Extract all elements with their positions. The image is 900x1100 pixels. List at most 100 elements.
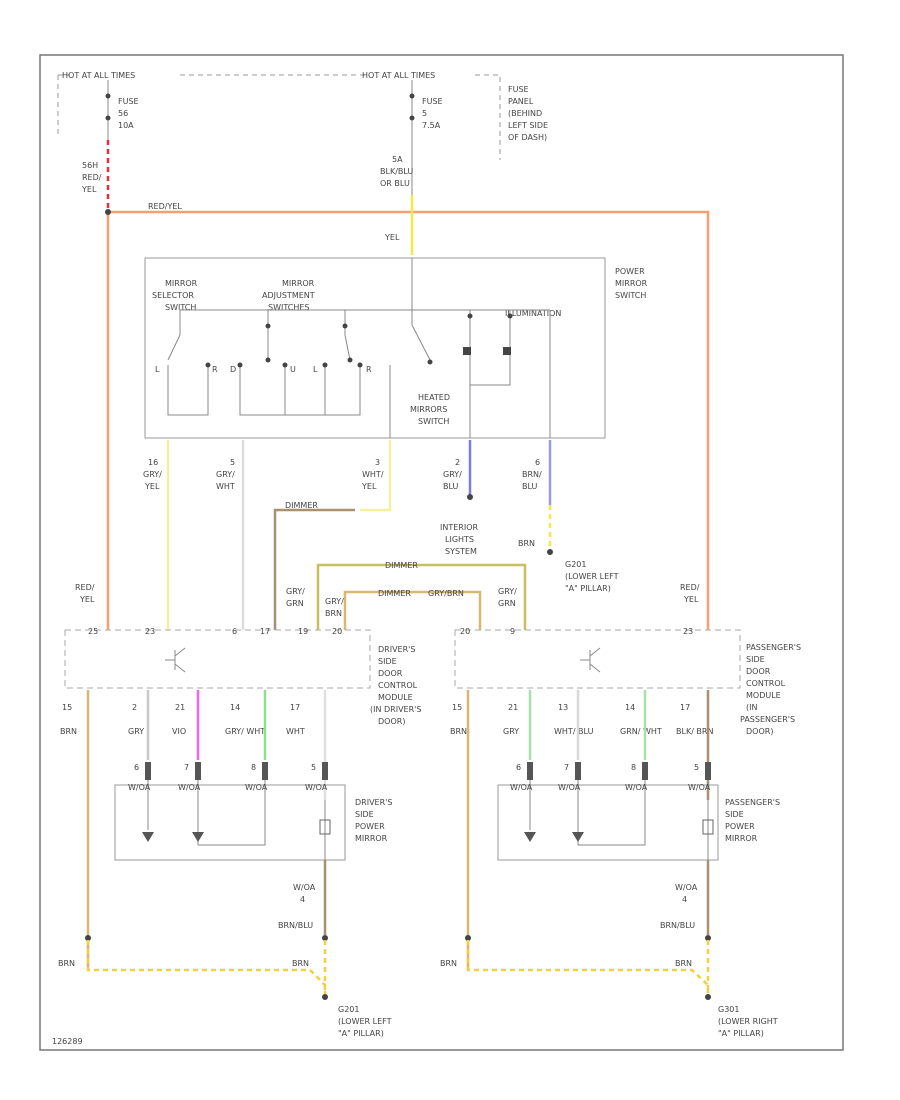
svg-text:GRN/ WHT: GRN/ WHT [620,727,662,736]
illumination-label: ILLUMINATION [505,309,561,318]
svg-text:YEL: YEL [144,482,160,491]
pos-u: U [290,365,296,374]
svg-text:(IN DRIVER'S: (IN DRIVER'S [370,705,421,714]
svg-text:23: 23 [145,627,155,636]
svg-text:GRY/ WHT: GRY/ WHT [225,727,265,736]
svg-text:20: 20 [460,627,470,636]
svg-text:W/OA: W/OA [625,783,648,792]
passenger-module-transistor-icon [580,647,601,673]
brn-label-4: BRN [675,959,692,968]
driver-module-pins-bottom: 15 2 21 14 17 [62,703,300,712]
out-1-label: 16 GRY/ YEL [143,458,162,491]
svg-text:RED/: RED/ [82,173,102,182]
svg-text:17: 17 [260,627,270,636]
svg-text:W/OA: W/OA [510,783,533,792]
gry-grn-right-label: GRY/ GRN [498,587,517,608]
svg-text:8: 8 [251,763,256,772]
svg-text:5: 5 [311,763,316,772]
svg-text:PANEL: PANEL [508,97,534,106]
svg-text:SELECTOR: SELECTOR [152,291,194,300]
svg-text:FUSE: FUSE [508,85,529,94]
pos-d: D [230,365,236,374]
ground-g201-label: G201 (LOWER LEFT "A" PILLAR) [338,1005,392,1038]
svg-text:7.5A: 7.5A [422,121,441,130]
svg-text:15: 15 [452,703,462,712]
svg-text:(IN: (IN [746,703,757,712]
diagram-border [39,54,844,1051]
mirror-selector-label: MIRROR SELECTOR SWITCH [152,279,198,312]
passenger-mirror-connectors [527,762,711,780]
wire-out-4-end [467,494,473,500]
ground-g201-top-label: G201 (LOWER LEFT "A" PILLAR) [565,560,619,593]
svg-text:GRN: GRN [286,599,304,608]
passenger-module-box [454,629,741,689]
driver-mirror-box [114,784,346,861]
fuse-56: FUSE 56 10A [105,80,139,140]
svg-text:25: 25 [88,627,98,636]
svg-text:6: 6 [134,763,139,772]
svg-text:8: 8 [631,763,636,772]
svg-text:WHT: WHT [286,727,305,736]
svg-text:5A: 5A [392,155,403,164]
svg-text:BLU: BLU [522,482,538,491]
svg-text:17: 17 [290,703,300,712]
svg-text:23: 23 [683,627,693,636]
svg-text:6: 6 [516,763,521,772]
svg-text:2: 2 [132,703,137,712]
svg-text:(LOWER LEFT: (LOWER LEFT [338,1017,392,1026]
driver-module-pins-top: 25 23 6 17 19 20 [88,627,342,636]
svg-text:BRN/: BRN/ [522,470,542,479]
driver-module-box [64,629,371,689]
svg-text:RED/: RED/ [75,583,95,592]
svg-text:CONTROL: CONTROL [746,679,786,688]
driver-mirror-internals [147,765,326,860]
right-ground-conn-label: W/OA 4 BRN/BLU [660,883,698,930]
brn-label: BRN [518,539,535,548]
svg-text:9: 9 [510,627,515,636]
driver-module-transistor-icon [165,647,186,673]
svg-text:SWITCH: SWITCH [165,303,196,312]
svg-text:SIDE: SIDE [355,810,374,819]
svg-text:DRIVER'S: DRIVER'S [355,798,392,807]
svg-text:INTERIOR: INTERIOR [440,523,479,532]
svg-text:7: 7 [564,763,569,772]
out-3-label: 3 WHT/ YEL [361,458,384,491]
driver-mirror-label: DRIVER'S SIDE POWER MIRROR [355,798,392,843]
svg-text:GRY/: GRY/ [216,470,235,479]
svg-text:POWER: POWER [355,822,385,831]
svg-text:56: 56 [118,109,128,118]
svg-text:6: 6 [232,627,237,636]
fuse-panel-bus [58,74,501,160]
driver-ground-splice [322,935,328,941]
svg-text:LIGHTS: LIGHTS [445,535,474,544]
svg-text:(LOWER LEFT: (LOWER LEFT [565,572,619,581]
svg-text:"A" PILLAR): "A" PILLAR) [338,1029,384,1038]
svg-text:DOOR: DOOR [378,669,403,678]
svg-text:4: 4 [682,895,687,904]
svg-text:YEL: YEL [79,595,95,604]
figure-code: 126289 [52,1037,83,1046]
yel-label: YEL [384,233,400,242]
passenger-module-wires-bottom: BRN GRY WHT/ BLU GRN/ WHT BLK/ BRN [450,727,713,736]
svg-text:(BEHIND: (BEHIND [508,109,542,118]
wire-interior-lights [316,563,527,630]
svg-text:GRY/: GRY/ [325,597,344,606]
svg-text:19: 19 [298,627,308,636]
svg-text:5: 5 [230,458,235,467]
svg-text:WHT/ BLU: WHT/ BLU [554,727,594,736]
wire-dimmer-mid [343,590,482,630]
svg-text:YEL: YEL [361,482,377,491]
svg-text:G301: G301 [718,1005,739,1014]
svg-text:POWER: POWER [725,822,755,831]
svg-text:BRN: BRN [60,727,77,736]
svg-text:14: 14 [230,703,240,712]
svg-text:BLK/ BRN: BLK/ BRN [676,727,713,736]
svg-text:BRN: BRN [450,727,467,736]
interior-lights-label: INTERIOR LIGHTS SYSTEM [440,523,479,556]
ground-g201-dot [322,994,328,1000]
svg-text:21: 21 [508,703,518,712]
svg-text:W/OA: W/OA [675,883,698,892]
fuse-panel-label: FUSE PANEL (BEHIND LEFT SIDE OF DASH) [508,85,548,142]
ground-g301-label: G301 (LOWER RIGHT "A" PILLAR) [718,1005,778,1038]
